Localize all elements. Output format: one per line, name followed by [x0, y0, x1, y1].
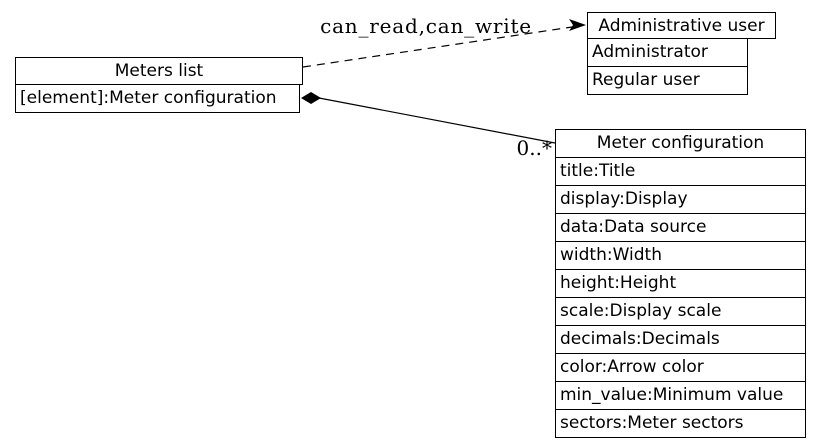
- attribute-row-decimals: decimals:Decimals: [555, 325, 806, 354]
- node-meters-list-row-element: [element]:Meter configuration: [15, 84, 300, 113]
- attribute-row-width: width:Width: [555, 241, 806, 270]
- node-administrative-user-title: Administrative user: [587, 12, 776, 39]
- node-meters-list-title: Meters list: [15, 57, 303, 85]
- edge-permission-line: [302, 26, 573, 68]
- attribute-row-color: color:Arrow color: [555, 353, 806, 382]
- edge-composition-line: [318, 97, 556, 144]
- node-meter-configuration-title: Meter configuration: [555, 129, 806, 158]
- attribute-row-data: data:Data source: [555, 213, 806, 242]
- arrow-vee-icon: [569, 19, 586, 31]
- node-meters-list: Meters list [element]:Meter configuratio…: [15, 57, 303, 113]
- attribute-row-display: display:Display: [555, 185, 806, 214]
- node-administrative-user-row-administrator: Administrator: [587, 38, 748, 67]
- node-administrative-user: Administrative user Administrator Regula…: [587, 12, 776, 95]
- attribute-row-height: height:Height: [555, 269, 806, 298]
- attribute-row-sectors: sectors:Meter sectors: [555, 409, 806, 438]
- attribute-row-scale: scale:Display scale: [555, 297, 806, 326]
- node-meter-configuration: Meter configuration title:Title display:…: [555, 129, 806, 438]
- attribute-row-title: title:Title: [555, 157, 806, 186]
- composition-diamond-icon: [301, 92, 321, 104]
- edge-composition-multiplicity-label: 0..*: [517, 136, 552, 160]
- node-administrative-user-row-regular-user: Regular user: [587, 66, 748, 95]
- attribute-row-min-value: min_value:Minimum value: [555, 381, 806, 410]
- edge-permission-label: can_read,can_write: [320, 14, 532, 38]
